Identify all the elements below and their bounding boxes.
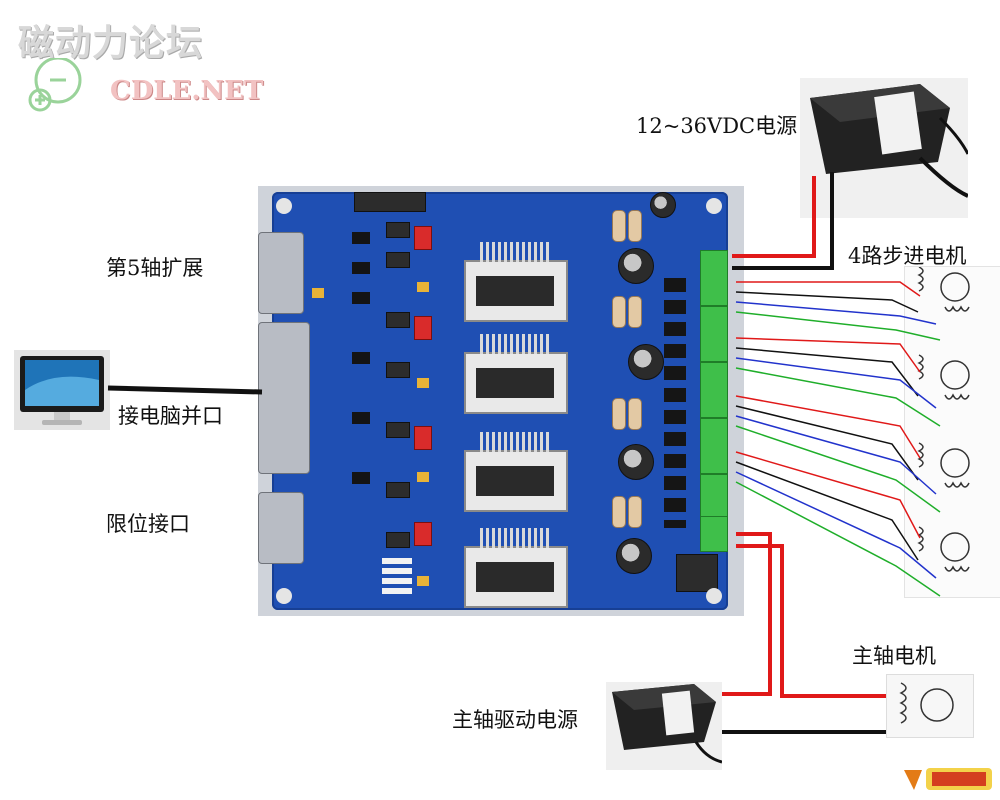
electrolytic-capacitor	[650, 192, 676, 218]
stepper-motors-label: 4路步进电机	[848, 244, 967, 268]
pcb	[258, 192, 728, 610]
electrolytic-capacitor	[628, 344, 664, 380]
terminal-block	[700, 250, 728, 306]
stepper-driver-ic	[464, 334, 568, 414]
diode-array	[664, 278, 686, 528]
dip-switch	[414, 522, 432, 546]
capacitor	[417, 472, 429, 482]
ic	[386, 532, 410, 548]
power-supply-label: 12~36VDC电源	[636, 114, 798, 138]
resistor	[628, 296, 642, 328]
relay	[676, 554, 718, 592]
stepper-driver-ic	[464, 432, 568, 512]
capacitor	[417, 378, 429, 388]
parallel-port-connector	[258, 322, 310, 474]
mounting-hole	[706, 588, 722, 604]
ic	[352, 262, 370, 274]
terminal-block	[700, 362, 728, 418]
dip-switch	[414, 226, 432, 250]
ic	[352, 292, 370, 304]
mounting-hole	[276, 198, 292, 214]
header-connector	[354, 192, 426, 212]
ic	[386, 422, 410, 438]
mounting-hole	[706, 198, 722, 214]
resistor	[628, 210, 642, 242]
pc-port-label: 接电脑并口	[118, 404, 223, 428]
stepper-driver-ic	[464, 528, 568, 608]
watermark-title: 磁动力论坛	[18, 23, 204, 64]
ic	[352, 232, 370, 244]
pc-monitor-icon	[14, 350, 110, 430]
stepper-driver-ic	[464, 242, 568, 322]
resistor	[612, 210, 626, 242]
dip-switch	[414, 426, 432, 450]
watermark-url: CDLE.NET	[110, 76, 264, 106]
watermark-logo-icon	[28, 58, 82, 112]
terminal-block	[700, 418, 728, 474]
dip-switch	[414, 316, 432, 340]
ic	[386, 362, 410, 378]
ic	[352, 352, 370, 364]
fifth-axis-connector	[258, 232, 304, 314]
resistor	[612, 398, 626, 430]
resistor	[628, 398, 642, 430]
ic	[352, 412, 370, 424]
resistor	[612, 496, 626, 528]
limit-connector	[258, 492, 304, 564]
capacitor	[417, 282, 429, 292]
electrolytic-capacitor	[616, 538, 652, 574]
terminal-block	[700, 516, 728, 552]
spindle-motor-icon	[886, 674, 974, 738]
power-supply-icon	[800, 78, 970, 218]
resistor	[612, 296, 626, 328]
ic	[386, 482, 410, 498]
mounting-hole	[276, 588, 292, 604]
spindle-motor-label: 主轴电机	[852, 644, 936, 668]
limit-port-label: 限位接口	[106, 512, 190, 536]
motor-coil-icon	[917, 266, 970, 312]
terminal-block	[700, 306, 728, 362]
fifth-axis-label: 第5轴扩展	[106, 256, 204, 280]
electrolytic-capacitor	[618, 248, 654, 284]
corner-logo-icon	[904, 768, 992, 790]
spindle-power-supply-icon	[606, 682, 723, 770]
controller-board	[258, 186, 744, 616]
led-array	[382, 558, 412, 598]
resistor	[628, 496, 642, 528]
spindle-power-label: 主轴驱动电源	[452, 708, 578, 732]
ic	[352, 472, 370, 484]
electrolytic-capacitor	[618, 444, 654, 480]
ic	[386, 252, 410, 268]
ic	[386, 312, 410, 328]
motor-panel	[904, 266, 1000, 598]
capacitor	[417, 576, 429, 586]
capacitor	[312, 288, 324, 298]
ic	[386, 222, 410, 238]
